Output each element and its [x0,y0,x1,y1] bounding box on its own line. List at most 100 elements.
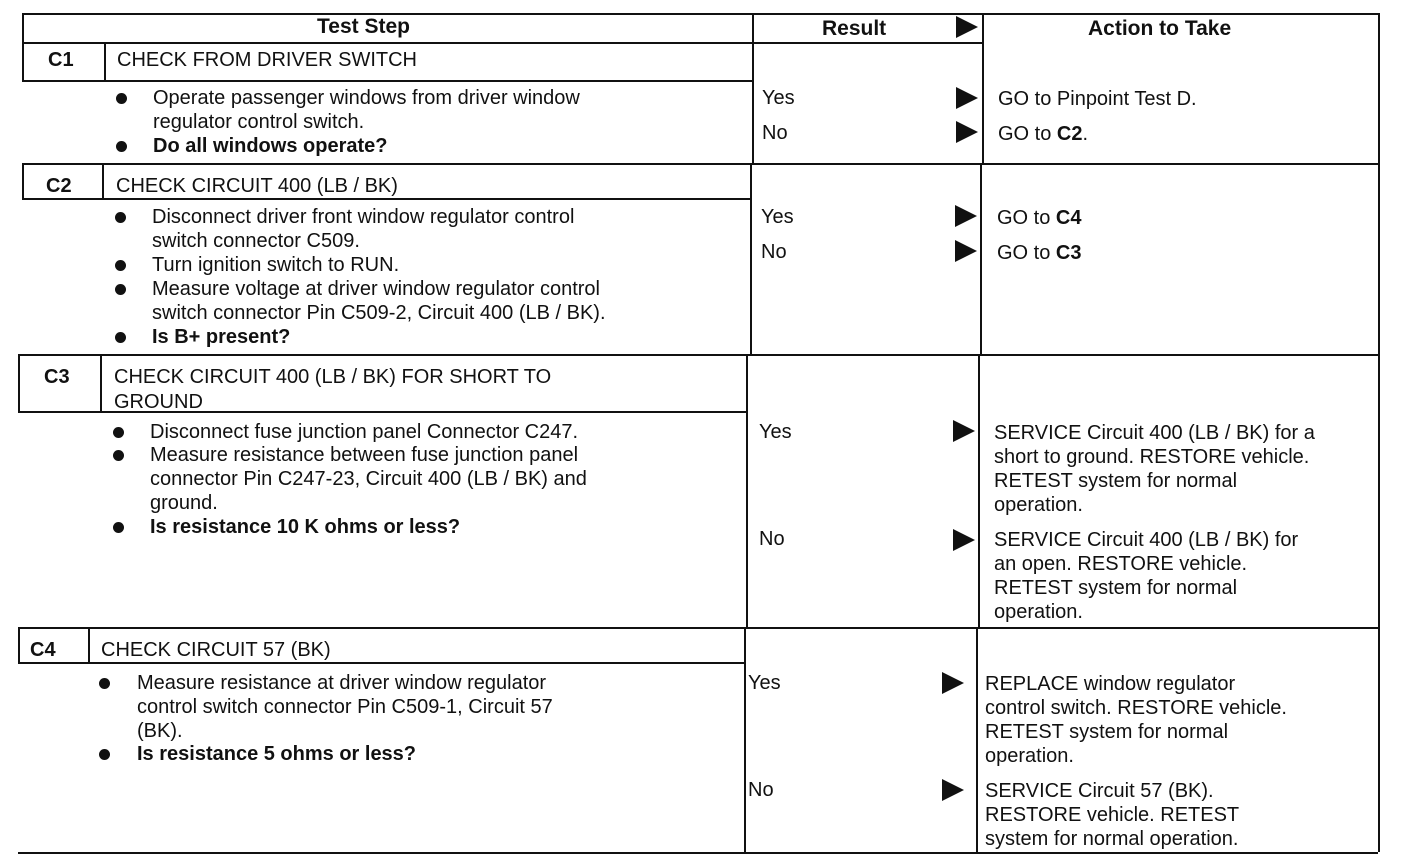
header-arrow-icon [956,16,978,38]
c4-title-separator [18,662,744,664]
c2-action-divider [980,163,982,354]
bullet-icon [116,141,127,152]
c4-instruction: (BK). [137,720,183,742]
c3-step-title: CHECK CIRCUIT 400 (LB / BK) FOR SHORT TO [114,366,552,388]
c4-step-id: C4 [30,639,56,661]
bullet-icon [113,427,124,438]
c3-result-yes: Yes [759,421,792,443]
c3-instruction: connector Pin C247-23, Circuit 400 (LB /… [150,468,587,490]
c4-id-divider [88,627,90,662]
c1-action-yes: GO to Pinpoint Test D. [998,88,1197,110]
c1-id-cell-left-border [22,42,24,80]
bullet-icon [99,749,110,760]
arrow-right-icon [955,205,977,227]
c1-result-yes: Yes [762,87,795,109]
c2-instruction: Turn ignition switch to RUN. [152,254,400,276]
c1-result-no: No [762,122,788,144]
c3-instruction: ground. [150,492,218,514]
c1-action-divider [982,42,984,163]
c2-result-divider [750,163,752,354]
c2-action-yes: GO to C4 [997,207,1082,229]
c1-result-divider [752,42,754,163]
c1-title-separator [22,80,752,82]
c1-question: Do all windows operate? [153,135,388,157]
c4-step-title: CHECK CIRCUIT 57 (BK) [101,639,331,661]
arrow-right-icon [942,779,964,801]
c1-right-border [1378,42,1380,163]
c3-instruction: Measure resistance between fuse junction… [150,444,579,466]
bullet-icon [113,522,124,533]
c2-result-no: No [761,241,787,263]
c3-step-title: GROUND [114,391,203,413]
bullet-icon [113,450,124,461]
c2-step-title: CHECK CIRCUIT 400 (LB / BK) [116,175,398,197]
c4-action-no: SERVICE Circuit 57 (BK). [985,780,1214,802]
arrow-right-icon [953,420,975,442]
c2-question: Is B+ present? [152,326,291,348]
c4-action-no: RESTORE vehicle. RETEST [985,804,1240,826]
c3-action-no: RETEST system for normal [994,577,1238,599]
c2-instruction: Measure voltage at driver window regulat… [152,278,600,300]
c4-action-yes: control switch. RESTORE vehicle. [985,697,1287,719]
c3-right-border [1378,354,1380,627]
c2-instruction: switch connector C509. [152,230,360,252]
arrow-right-icon [953,529,975,551]
bullet-icon [116,93,127,104]
c4-result-no: No [748,779,774,801]
c3-action-yes: SERVICE Circuit 400 (LB / BK) for a [994,422,1315,444]
header-column-divider-1 [752,13,754,42]
c4-action-yes: operation. [985,745,1074,767]
c3-id-divider [100,354,102,411]
c4-action-yes: REPLACE window regulator [985,673,1236,695]
c3-action-yes: short to ground. RESTORE vehicle. [994,446,1310,468]
c2-instruction: switch connector Pin C509-2, Circuit 400… [152,302,606,324]
arrow-right-icon [955,240,977,262]
header-action: Action to Take [1088,17,1232,40]
bullet-icon [115,260,126,271]
c4-action-yes: RETEST system for normal [985,721,1229,743]
bullet-icon [99,678,110,689]
c4-result-yes: Yes [748,672,781,694]
c3-action-yes: operation. [994,494,1083,516]
c3-id-cell-left-border [18,354,20,411]
c3-instruction: Disconnect fuse junction panel Connector… [150,421,579,443]
bullet-icon [115,332,126,343]
c3-top-border [18,354,746,356]
c4-top-border [18,627,744,629]
c2-id-cell-left-border [22,163,24,198]
c2-right-border [1378,163,1380,354]
c4-instruction: Measure resistance at driver window regu… [137,672,547,694]
c4-action-divider [976,627,978,852]
c3-action-no: an open. RESTORE vehicle. [994,553,1248,575]
c2-result-yes: Yes [761,206,794,228]
c4-result-divider [744,627,746,852]
c3-result-divider [746,354,748,627]
header-column-divider-2 [982,13,984,42]
bullet-icon [115,284,126,295]
c2-instruction: Disconnect driver front window regulator… [152,206,575,228]
header-separator [22,42,982,44]
arrow-right-icon [942,672,964,694]
c2-id-divider [102,163,104,198]
c4-bottom-border [18,852,1378,854]
table-top-border [22,13,1378,15]
header-right-border [1378,13,1380,42]
c1-action-no: GO to C2. [998,123,1089,145]
c1-instruction: Operate passenger windows from driver wi… [153,87,580,109]
c3-action-divider [978,354,980,627]
c4-id-cell-left-border [18,627,20,662]
c3-action-yes: RETEST system for normal [994,470,1238,492]
c4-right-border [1378,627,1380,852]
bullet-icon [115,212,126,223]
c2-step-id: C2 [46,175,72,197]
header-result: Result [822,17,887,40]
c3-title-separator [18,411,746,413]
c3-result-no: No [759,528,785,550]
header-test-step: Test Step [317,15,410,38]
c4-instruction: control switch connector Pin C509-1, Cir… [137,696,553,718]
c4-action-no: system for normal operation. [985,828,1239,850]
c1-step-id: C1 [48,49,74,71]
c1-step-title: CHECK FROM DRIVER SWITCH [117,49,417,71]
c2-title-separator [22,198,750,200]
